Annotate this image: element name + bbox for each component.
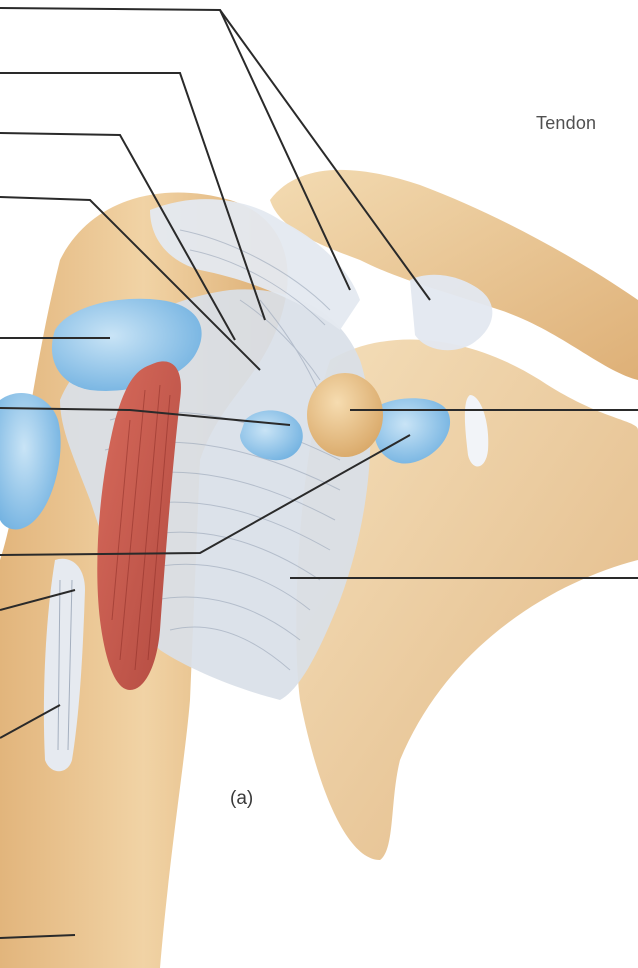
tendon-label: Tendon [536,113,596,134]
coracoid-process [307,373,383,457]
figure-caption: (a) [230,788,253,810]
